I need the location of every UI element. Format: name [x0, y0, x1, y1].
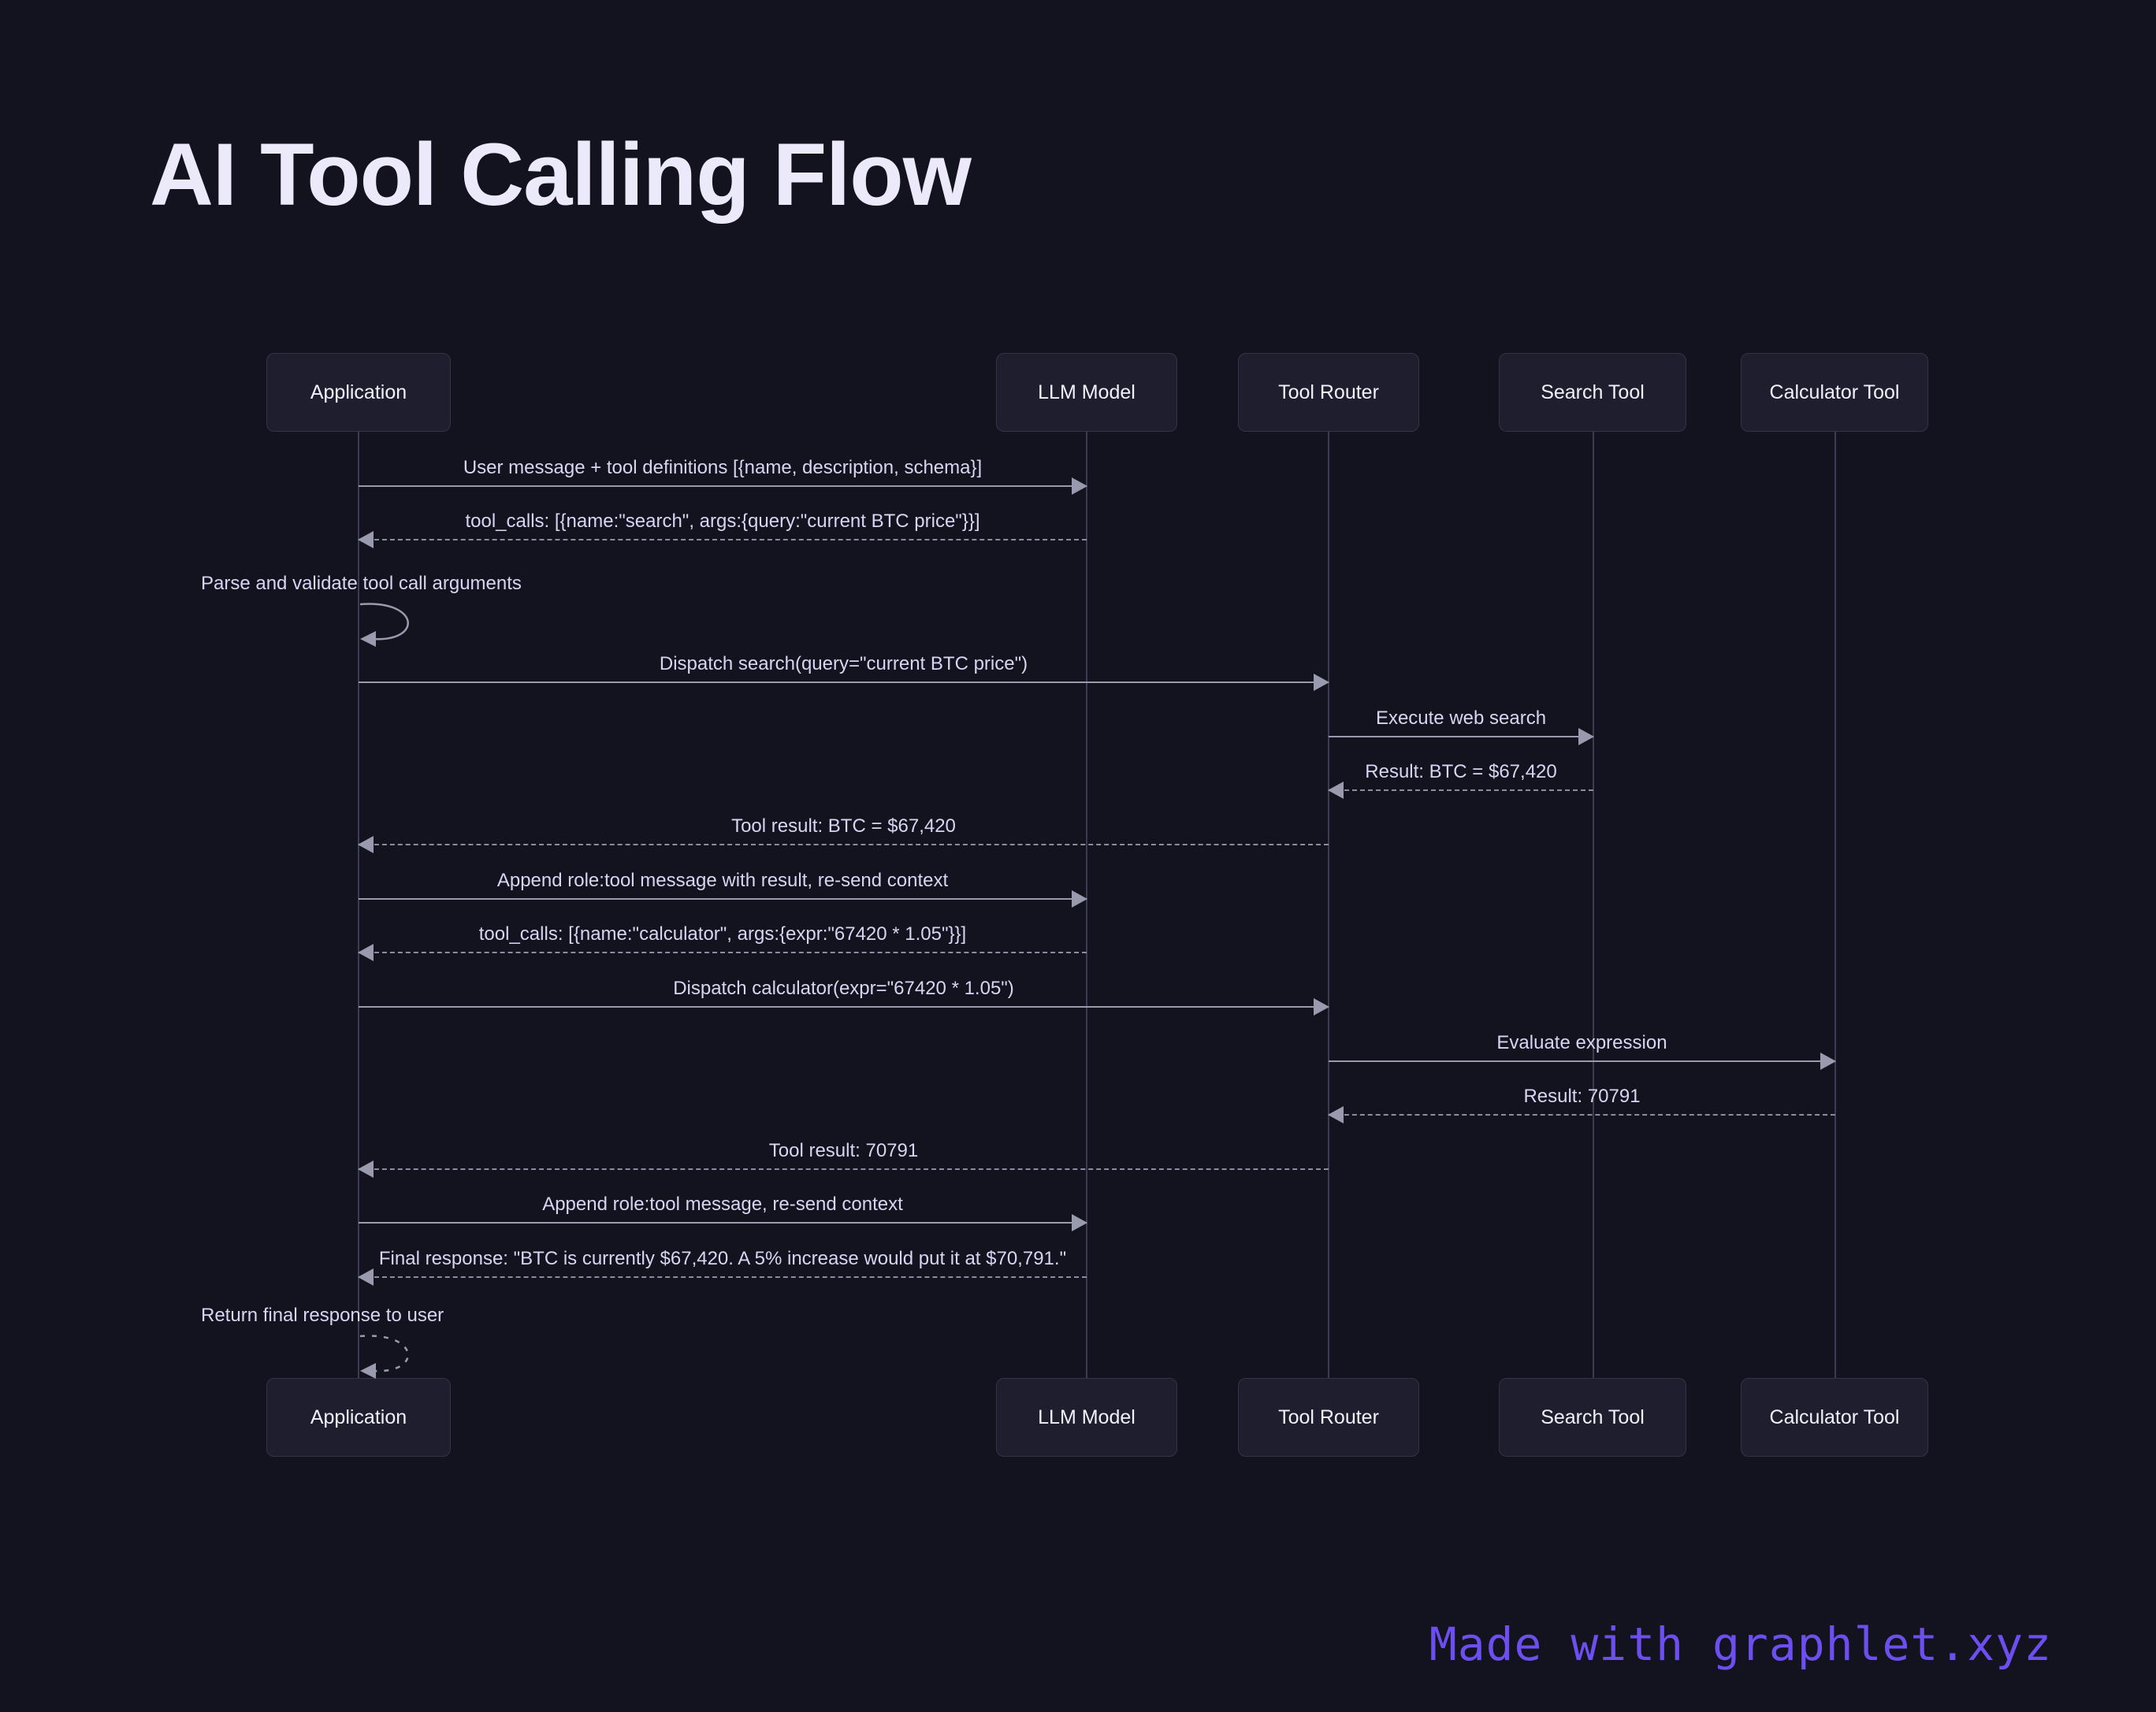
message-label: tool_calls: [{name:"calculator", args:{e…	[478, 923, 967, 945]
self-message-label: Parse and validate tool call arguments	[201, 573, 522, 594]
message-arrow-line	[359, 1222, 1087, 1224]
message-arrow-line	[1329, 736, 1593, 737]
participant-label: Application	[310, 381, 407, 403]
self-message-label: Return final response to user	[201, 1305, 444, 1326]
arrowhead-icon	[358, 531, 374, 548]
arrowhead-icon	[1328, 782, 1344, 799]
watermark: Made with graphlet.xyz	[1429, 1617, 2052, 1671]
participant-label: LLM Model	[1038, 381, 1136, 403]
message-arrow-line	[359, 1006, 1329, 1008]
message-arrow-line	[359, 844, 1329, 845]
message-arrow-line	[359, 485, 1087, 487]
arrowhead-icon	[1328, 1106, 1344, 1123]
message-label: Tool result: BTC = $67,420	[731, 815, 956, 837]
participant-label: Application	[310, 1406, 407, 1428]
arrowhead-icon	[1314, 674, 1329, 691]
message-arrow-line	[359, 898, 1087, 900]
message-label: Dispatch calculator(expr="67420 * 1.05")	[673, 978, 1014, 999]
message-label: tool_calls: [{name:"search", args:{query…	[465, 511, 980, 532]
participant-search-bottom[interactable]: Search Tool	[1499, 1378, 1686, 1457]
message-label: User message + tool definitions [{name, …	[463, 457, 983, 478]
lifeline-calc	[1834, 432, 1836, 1378]
participant-llm-top[interactable]: LLM Model	[996, 353, 1177, 432]
participant-label: LLM Model	[1038, 1406, 1136, 1428]
message-label: Append role:tool message, re-send contex…	[542, 1194, 903, 1215]
arrowhead-icon	[1072, 890, 1087, 908]
arrowhead-icon	[1072, 477, 1087, 495]
arrowhead-icon	[358, 944, 374, 961]
message-label: Result: BTC = $67,420	[1365, 761, 1557, 782]
message-label: Tool result: 70791	[768, 1140, 919, 1161]
participant-label: Search Tool	[1541, 1406, 1645, 1428]
participant-llm-bottom[interactable]: LLM Model	[996, 1378, 1177, 1457]
message-arrow-line	[1329, 1114, 1835, 1116]
message-arrow-line	[359, 1276, 1087, 1278]
message-arrow-line	[359, 952, 1087, 953]
arrowhead-icon	[1578, 728, 1594, 745]
arrowhead-icon	[1314, 998, 1329, 1016]
message-arrow-line	[1329, 789, 1593, 791]
message-label: Execute web search	[1375, 707, 1547, 729]
message-arrow-line	[359, 681, 1329, 683]
participant-app-top[interactable]: Application	[266, 353, 451, 432]
participant-calc-bottom[interactable]: Calculator Tool	[1741, 1378, 1928, 1457]
page-title: AI Tool Calling Flow	[150, 125, 972, 224]
participant-router-top[interactable]: Tool Router	[1238, 353, 1419, 432]
participant-calc-top[interactable]: Calculator Tool	[1741, 353, 1928, 432]
message-label: Dispatch search(query="current BTC price…	[659, 653, 1028, 674]
participant-label: Calculator Tool	[1769, 381, 1900, 403]
lifeline-app	[358, 432, 359, 1378]
self-message-2: Parse and validate tool call arguments	[201, 574, 522, 648]
participant-label: Tool Router	[1278, 1406, 1379, 1428]
message-label: Final response: "BTC is currently $67,42…	[378, 1248, 1067, 1269]
participant-label: Search Tool	[1541, 381, 1645, 403]
arrowhead-icon	[358, 1268, 374, 1286]
participant-app-bottom[interactable]: Application	[266, 1378, 451, 1457]
self-message-15: Return final response to user	[201, 1306, 461, 1380]
participant-label: Calculator Tool	[1769, 1406, 1900, 1428]
participant-label: Tool Router	[1278, 381, 1379, 403]
arrowhead-icon	[358, 1161, 374, 1178]
message-label: Evaluate expression	[1496, 1032, 1667, 1053]
message-label: Result: 70791	[1523, 1086, 1641, 1107]
arrowhead-icon	[1072, 1214, 1087, 1231]
message-arrow-line	[359, 539, 1087, 540]
participant-router-bottom[interactable]: Tool Router	[1238, 1378, 1419, 1457]
message-label: Append role:tool message with result, re…	[496, 870, 949, 891]
arrowhead-icon	[358, 836, 374, 853]
message-arrow-line	[1329, 1060, 1835, 1062]
participant-search-top[interactable]: Search Tool	[1499, 353, 1686, 432]
message-arrow-line	[359, 1168, 1329, 1170]
lifeline-router	[1328, 432, 1329, 1378]
lifeline-search	[1593, 432, 1594, 1378]
arrowhead-icon	[1820, 1053, 1836, 1070]
